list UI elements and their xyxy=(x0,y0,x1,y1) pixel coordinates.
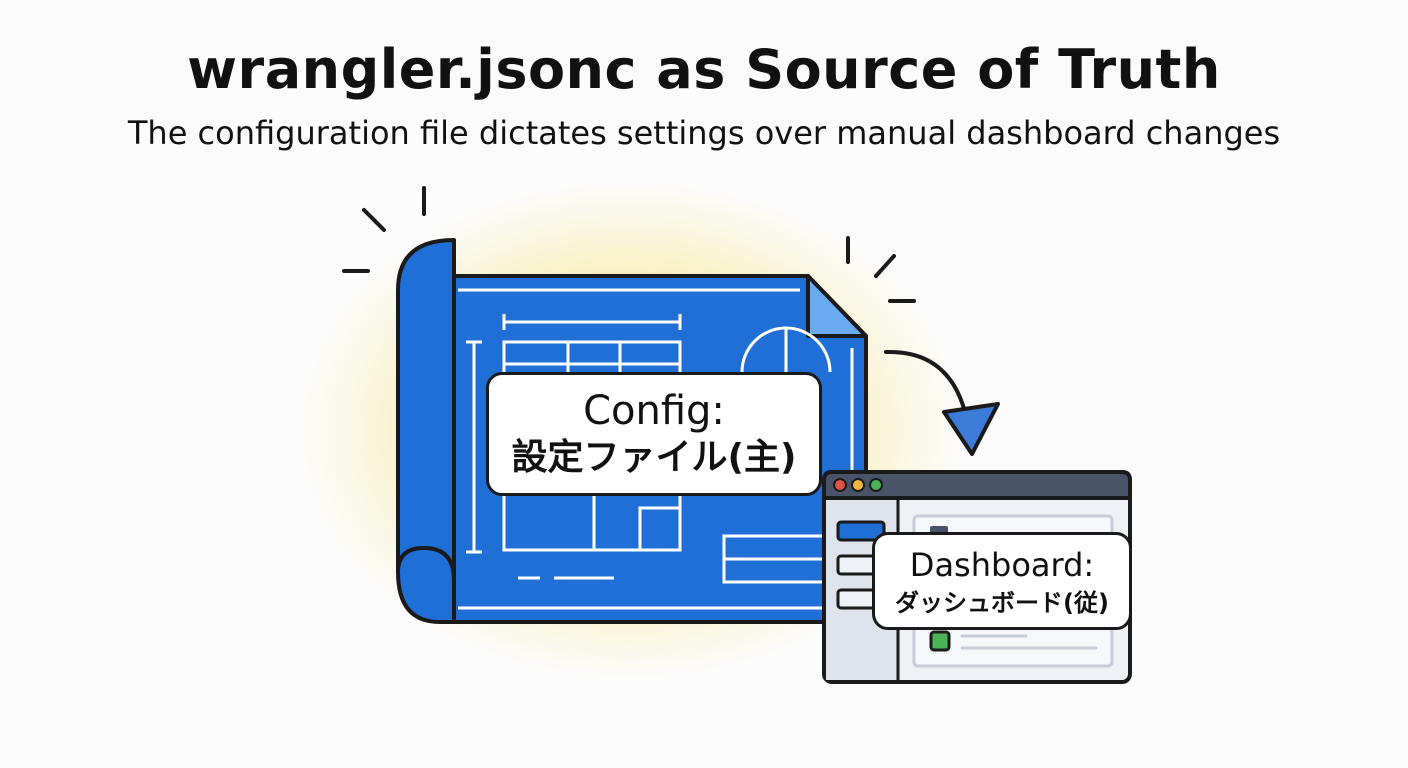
curved-arrow-icon xyxy=(884,349,1000,456)
config-label-subtitle: 設定ファイル(主) xyxy=(511,437,797,478)
config-label-title: Config: xyxy=(583,388,725,434)
window-maximize-dot xyxy=(869,478,883,492)
dashboard-label-subtitle: ダッシュボード(従) xyxy=(895,589,1109,617)
page-subtitle: The configuration file dictates settings… xyxy=(127,114,1281,152)
dashboard-label-title: Dashboard: xyxy=(909,546,1095,584)
dashboard-label-card: Dashboard: ダッシュボード(従) xyxy=(872,532,1132,630)
config-label-card: Config: 設定ファイル(主) xyxy=(486,372,822,496)
window-close-dot xyxy=(833,478,847,492)
window-minimize-dot xyxy=(851,478,865,492)
page-title: wrangler.jsonc as Source of Truth xyxy=(187,38,1221,101)
sparkle-lines-icon xyxy=(342,186,916,303)
